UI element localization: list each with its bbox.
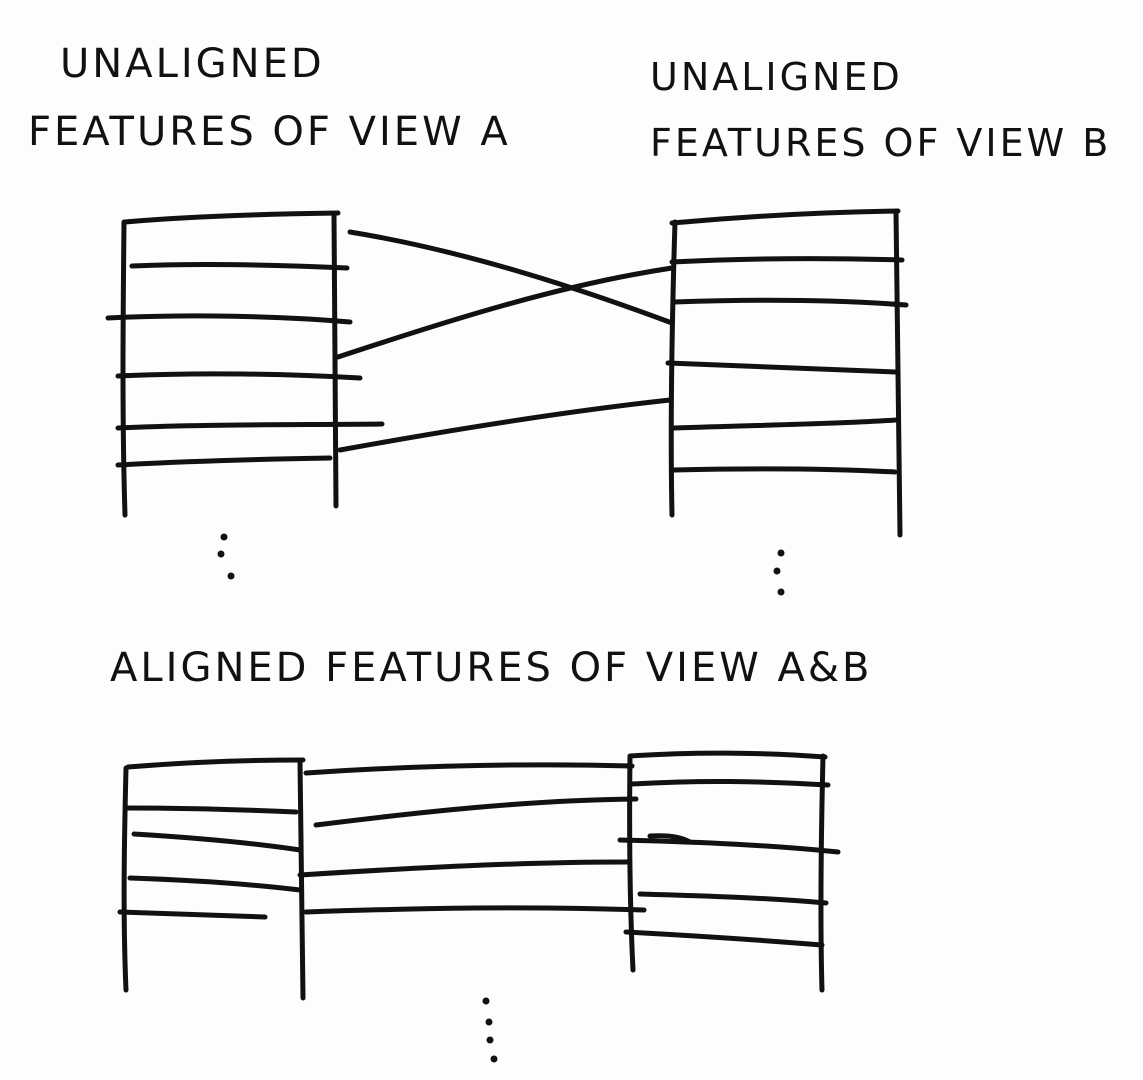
aligned-b-feature-row bbox=[629, 778, 831, 788]
aligned-b-feature-row bbox=[637, 891, 829, 906]
view-a-table-left-border bbox=[120, 219, 128, 518]
aligned-a-feature-row bbox=[127, 875, 303, 893]
view-a-feature-row bbox=[115, 421, 385, 431]
unaligned-correspondence-lines bbox=[335, 229, 675, 453]
aligned-a-feature-row bbox=[131, 831, 303, 853]
aligned-a-feature-row bbox=[125, 805, 299, 815]
view-a-feature-row bbox=[105, 313, 353, 325]
aligned-line bbox=[297, 859, 631, 878]
aligned-line bbox=[303, 762, 635, 776]
aligned-b-table-left-border bbox=[627, 754, 636, 973]
aligned-line bbox=[303, 905, 647, 915]
view-b-title-line1: UNALIGNED bbox=[650, 55, 903, 99]
aligned-b-feature-row bbox=[617, 837, 841, 855]
view-a-continuation-ellipsis bbox=[217, 533, 235, 580]
view-a-feature-table bbox=[105, 210, 385, 518]
view-a-title-line2: FEATURES OF VIEW A bbox=[28, 109, 511, 155]
view-b-continuation-ellipsis bbox=[773, 549, 785, 596]
view-b-feature-row bbox=[671, 466, 898, 475]
view-b-table-right-border bbox=[893, 208, 903, 538]
view-b-feature-table bbox=[665, 208, 909, 538]
aligned-view-b-table bbox=[617, 750, 841, 993]
aligned-a-table-right-border bbox=[297, 759, 306, 1001]
view-b-feature-row bbox=[665, 360, 898, 375]
aligned-a-feature-row bbox=[117, 909, 268, 920]
view-a-feature-row bbox=[115, 455, 333, 468]
correspondence-line bbox=[337, 397, 673, 453]
correspondence-line bbox=[347, 229, 675, 326]
view-a-title-line1: UNALIGNED bbox=[60, 41, 325, 87]
view-b-feature-row bbox=[671, 417, 899, 431]
aligned-correspondence-lines bbox=[297, 762, 647, 915]
aligned-b-table-right-border bbox=[818, 753, 826, 993]
view-a-table-right-border bbox=[331, 211, 339, 509]
aligned-title: ALIGNED FEATURES OF VIEW A&B bbox=[110, 645, 873, 691]
view-b-feature-row bbox=[671, 297, 909, 308]
view-a-feature-row bbox=[129, 262, 350, 271]
view-a-feature-row bbox=[115, 371, 363, 381]
aligned-b-feature-row bbox=[623, 929, 825, 948]
aligned-line bbox=[313, 796, 639, 828]
view-a-table-top bbox=[122, 210, 341, 225]
aligned-continuation-ellipsis bbox=[482, 997, 498, 1063]
aligned-view-a-table bbox=[117, 757, 306, 1001]
view-b-table-top bbox=[669, 208, 901, 226]
aligned-b-table-top bbox=[627, 750, 828, 760]
aligned-a-table-top bbox=[125, 757, 306, 770]
aligned-a-table-left-border bbox=[121, 765, 129, 993]
view-b-feature-row bbox=[669, 256, 905, 265]
view-b-title-line2: FEATURES OF VIEW B bbox=[650, 121, 1112, 165]
correspondence-line bbox=[335, 265, 675, 360]
